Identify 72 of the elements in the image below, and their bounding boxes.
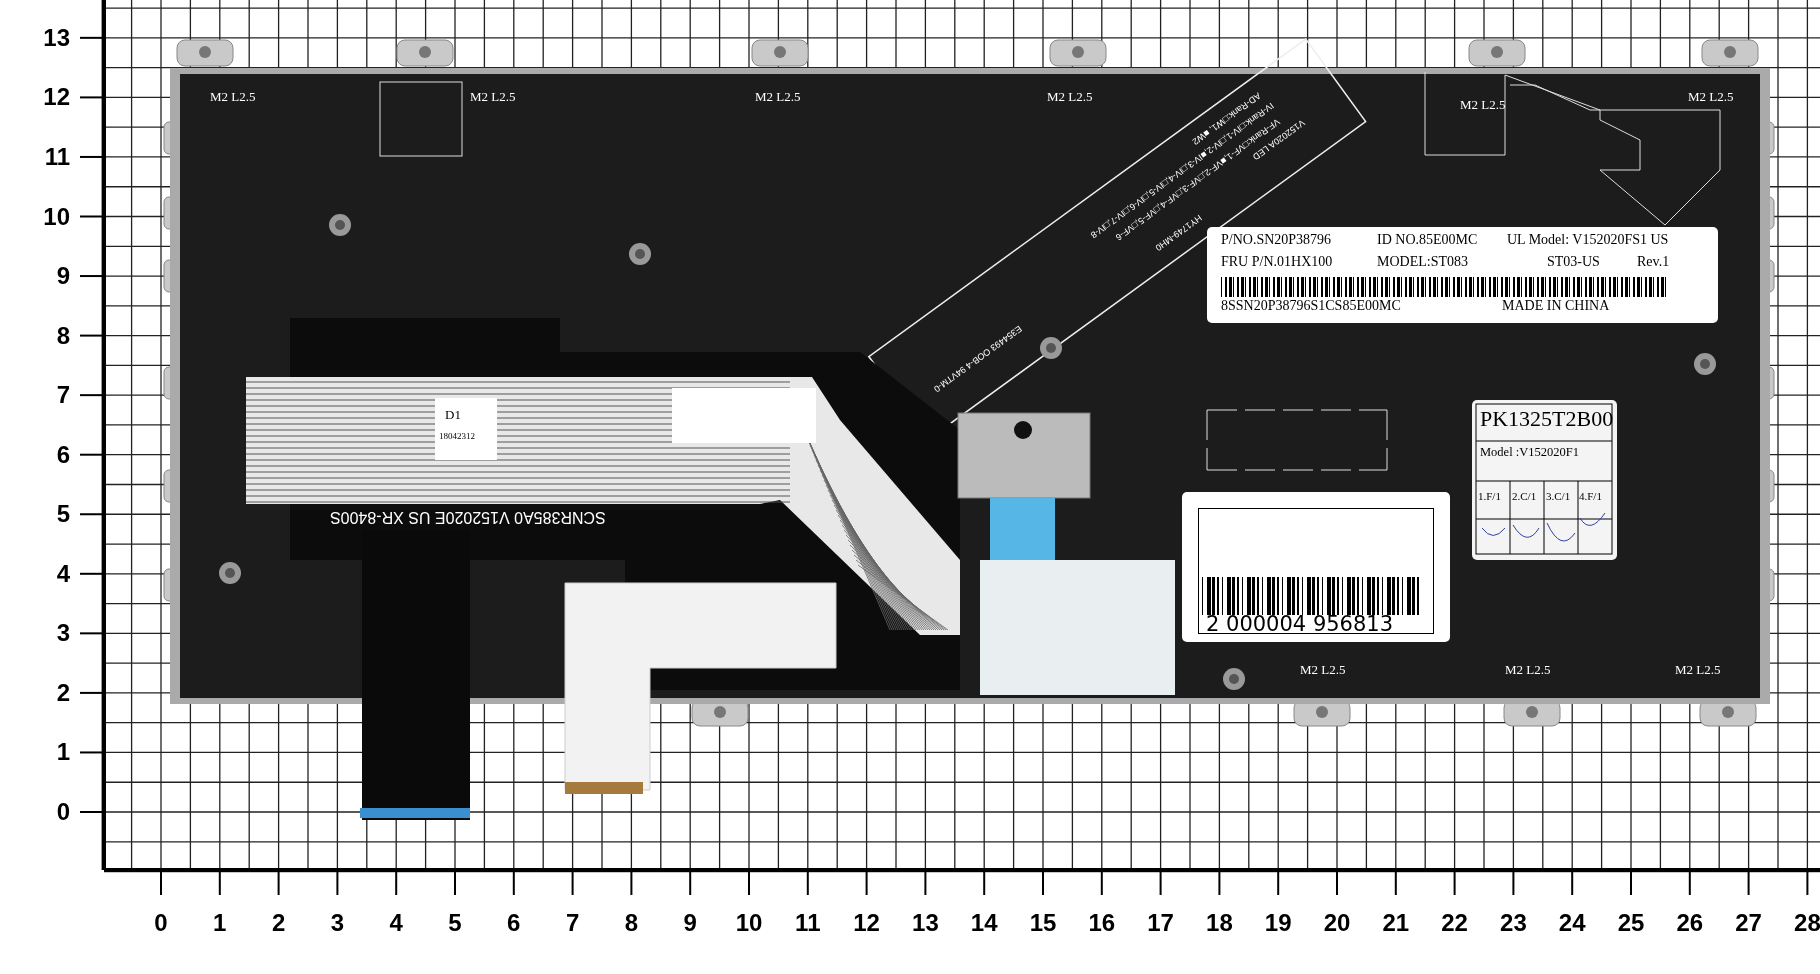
axis-tick-label: 5 — [448, 911, 462, 935]
axis-tick-label: 6 — [56, 442, 70, 467]
axis-tick-label: 17 — [1147, 911, 1174, 935]
axis-tick-label: 8 — [624, 911, 639, 935]
axis-tick-label: 5 — [56, 502, 70, 527]
axis-tick-label: 0 — [154, 911, 168, 935]
axis-tick-label: 4 — [56, 561, 70, 586]
axis-tick-label: 15 — [1029, 911, 1057, 935]
axis-tick-label: 10 — [735, 911, 763, 935]
axis-tick-label: 24 — [1558, 911, 1586, 935]
axis-tick-label: 16 — [1088, 911, 1116, 935]
axis-tick-label: 13 — [43, 25, 70, 50]
axis-tick-label: 1 — [56, 740, 70, 765]
axis-tick-label: 9 — [683, 911, 697, 935]
axis-tick-label: 0 — [56, 800, 70, 824]
test-result: 2.C/1 — [1512, 491, 1537, 502]
axis-tick-label: 18 — [1206, 911, 1233, 935]
axis-tick-label: 21 — [1382, 911, 1410, 935]
axis-tick-label: 11 — [44, 144, 70, 169]
axis-tick-label: 13 — [912, 911, 939, 935]
label-text: MODEL:ST083 — [1377, 255, 1468, 269]
barcode-number: 2 000004 956813 — [1206, 614, 1394, 635]
axis-tick-label: 27 — [1735, 911, 1762, 935]
axis-tick-label: 3 — [330, 911, 345, 935]
cable-marking: SCNR385A0 V152020E US XR-8400S — [330, 509, 606, 525]
date-code: 18042312 — [439, 432, 475, 441]
date-sticker — [435, 398, 497, 460]
axis-tick-label: 11 — [795, 911, 821, 935]
barcode-sticker — [1182, 492, 1450, 642]
axis-tick-label: 10 — [43, 204, 70, 229]
sticker-code: D1 — [445, 408, 461, 421]
axis-tick-label: 25 — [1617, 911, 1645, 935]
screw-spec: M2 L2.5 — [470, 90, 516, 103]
label-text: UL Model: V152020FS1 US — [1507, 233, 1669, 247]
label-text: MADE IN CHINA — [1502, 299, 1610, 313]
axis-tick-label: 9 — [56, 264, 70, 289]
screw-spec: M2 L2.5 — [1505, 663, 1551, 676]
part-number: PK1325T2B00 — [1480, 408, 1614, 430]
axis-tick-label: 2 — [56, 680, 70, 705]
test-result: 4.F/1 — [1579, 491, 1602, 502]
axis-tick-label: 22 — [1441, 911, 1468, 935]
model-number: Model :V152020F1 — [1480, 446, 1579, 459]
label-text: Rev.1 — [1637, 255, 1670, 269]
axis-tick-label: 19 — [1264, 911, 1292, 935]
screw-spec: M2 L2.5 — [210, 90, 256, 103]
axis-tick-label: 20 — [1323, 911, 1351, 935]
axis-tick-label: 6 — [507, 911, 521, 935]
screw-spec: M2 L2.5 — [1460, 98, 1506, 111]
axis-tick-label: 2 — [271, 911, 286, 935]
label-text: FRU P/N.01HX100 — [1221, 255, 1333, 269]
axis-tick-label: 28 — [1794, 911, 1820, 935]
axis-tick-label: 14 — [970, 911, 998, 935]
test-result: 3.C/1 — [1546, 491, 1571, 502]
screw-spec: M2 L2.5 — [755, 90, 801, 103]
axis-tick-label: 12 — [43, 85, 70, 110]
axis-tick-label: 1 — [213, 911, 227, 935]
test-result: 1.F/1 — [1478, 491, 1501, 502]
screw-spec: M2 L2.5 — [1047, 90, 1093, 103]
axis-tick-label: 23 — [1500, 911, 1527, 935]
axis-tick-label: 26 — [1676, 911, 1704, 935]
axis-tick-label: 8 — [56, 323, 70, 348]
serial-number: 8SSN20P38796S1CS85E00MC — [1221, 299, 1401, 313]
screw-spec: M2 L2.5 — [1300, 663, 1346, 676]
axis-tick-label: 7 — [565, 911, 580, 935]
label-text: ID NO.85E00MC — [1377, 233, 1478, 247]
screw-spec: M2 L2.5 — [1688, 90, 1734, 103]
axis-tick-label: 4 — [389, 911, 403, 935]
label-text: ST03-US — [1547, 255, 1600, 269]
axis-tick-label: 12 — [853, 911, 880, 935]
axis-tick-label: 3 — [56, 621, 70, 646]
screw-spec: M2 L2.5 — [1675, 663, 1721, 676]
axis-tick-label: 7 — [56, 383, 70, 408]
